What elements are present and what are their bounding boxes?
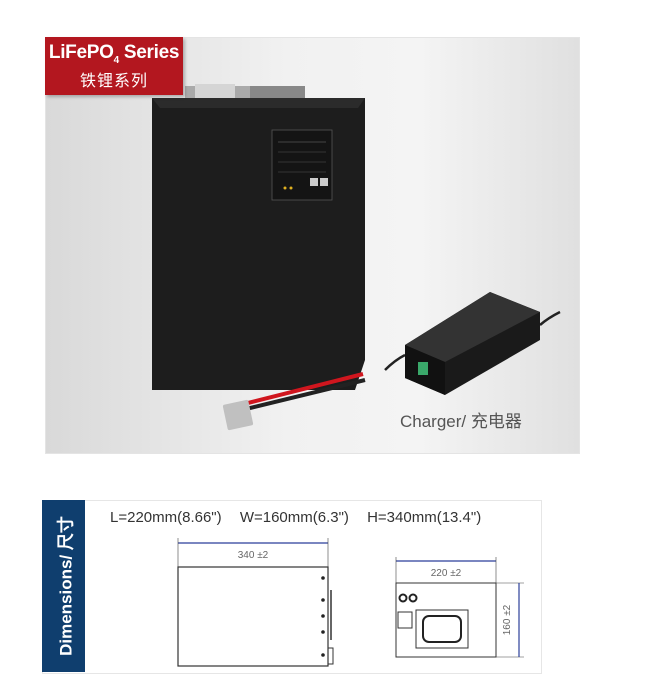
series-subtitle: 铁锂系列: [79, 72, 148, 90]
series-title: LiFePO4 Series: [48, 42, 180, 66]
front-view-height-dimension: 160 ±2: [502, 604, 513, 635]
dimensions-side-label: Dimensions/ 尺寸: [42, 500, 85, 672]
side-view-drawing: [177, 538, 334, 667]
dimensions-panel: [42, 500, 542, 674]
charger-label: Charger/ 充电器: [400, 412, 522, 431]
power-cable-image: [222, 372, 366, 431]
charger-image: [384, 292, 561, 395]
height-value: H=340mm(13.4"): [367, 509, 482, 526]
front-view-width-dimension: 220 ±2: [431, 568, 462, 579]
length-value: L=220mm(8.66"): [110, 509, 222, 526]
dimensions-text: L=220mm(8.66") W=160mm(6.3") H=340mm(13.…: [110, 509, 493, 526]
front-view-drawing: [395, 557, 524, 658]
battery-pack-image: [152, 84, 365, 390]
width-value: W=160mm(6.3"): [239, 509, 349, 526]
series-badge: LiFePO4 Series 铁锂系列: [45, 37, 183, 95]
side-view-dimension: 340 ±2: [238, 550, 269, 561]
